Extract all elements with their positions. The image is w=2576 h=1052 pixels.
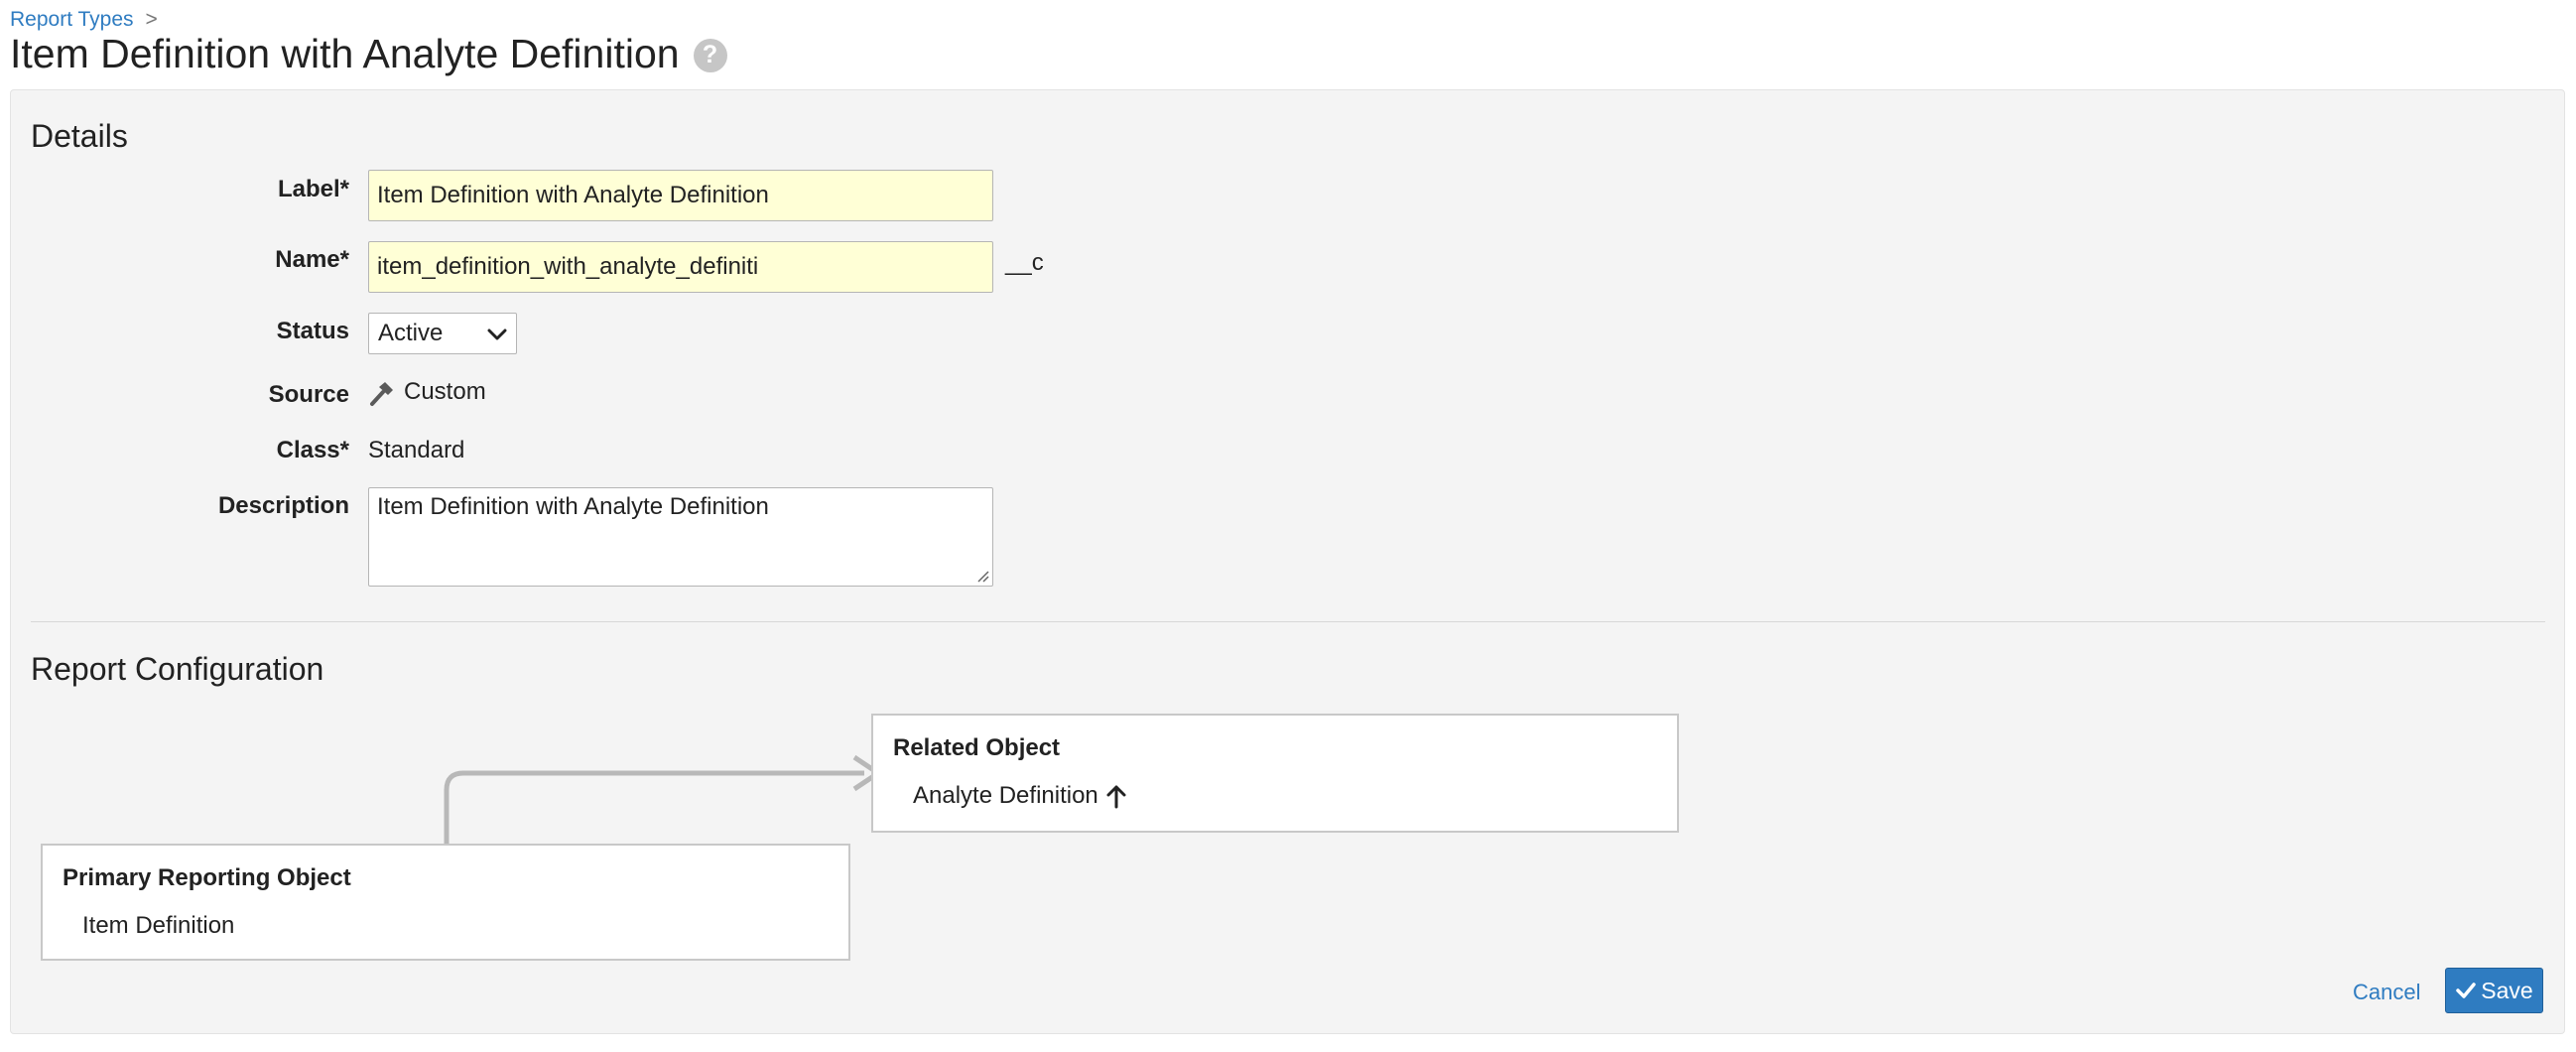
- save-button[interactable]: Save: [2445, 968, 2543, 1013]
- details-heading: Details: [31, 118, 128, 154]
- primary-object-name: Item Definition: [82, 912, 235, 939]
- page-title-text: Item Definition with Analyte Definition: [10, 31, 680, 76]
- related-object-name-text: Analyte Definition: [913, 782, 1098, 809]
- class-value: Standard: [368, 437, 465, 463]
- details-panel: Details Label* Name* __c Status Active S…: [10, 89, 2565, 1034]
- breadcrumb-link-report-types[interactable]: Report Types: [10, 8, 134, 31]
- resize-grip-icon[interactable]: [975, 569, 989, 583]
- cancel-button[interactable]: Cancel: [2353, 980, 2421, 1004]
- arrow-up-icon: [1106, 785, 1126, 809]
- primary-object-box: Primary Reporting Object Item Definition: [41, 844, 850, 961]
- description-field-label: Description: [217, 492, 349, 519]
- breadcrumb: Report Types >: [10, 8, 158, 32]
- class-field-label: Class*: [276, 437, 349, 463]
- related-object-box: Related Object Analyte Definition: [871, 714, 1679, 833]
- hammer-icon: [370, 381, 393, 406]
- status-field-label: Status: [276, 318, 349, 344]
- source-value: Custom: [368, 378, 486, 407]
- label-input[interactable]: [368, 170, 993, 221]
- related-object-name: Analyte Definition: [913, 782, 1128, 810]
- label-field-label: Label*: [277, 176, 349, 202]
- primary-object-title: Primary Reporting Object: [63, 864, 351, 891]
- page-title: Item Definition with Analyte Definition …: [10, 31, 727, 77]
- status-select[interactable]: Active: [368, 313, 517, 354]
- source-field-label: Source: [268, 381, 349, 408]
- source-value-text: Custom: [404, 378, 486, 405]
- section-divider: [31, 621, 2545, 622]
- report-config-heading: Report Configuration: [31, 651, 324, 687]
- related-object-title: Related Object: [893, 734, 1061, 761]
- checkmark-icon: [2456, 983, 2477, 998]
- status-select-value: Active: [378, 320, 444, 346]
- name-field-label: Name*: [275, 246, 349, 273]
- name-suffix: __c: [1005, 249, 1044, 276]
- save-button-label: Save: [2481, 977, 2533, 1003]
- breadcrumb-separator: >: [145, 8, 158, 31]
- chevron-down-icon: [487, 329, 507, 340]
- description-textarea[interactable]: Item Definition with Analyte Definition: [368, 487, 993, 587]
- help-icon[interactable]: ?: [693, 38, 727, 72]
- name-input[interactable]: [368, 241, 993, 293]
